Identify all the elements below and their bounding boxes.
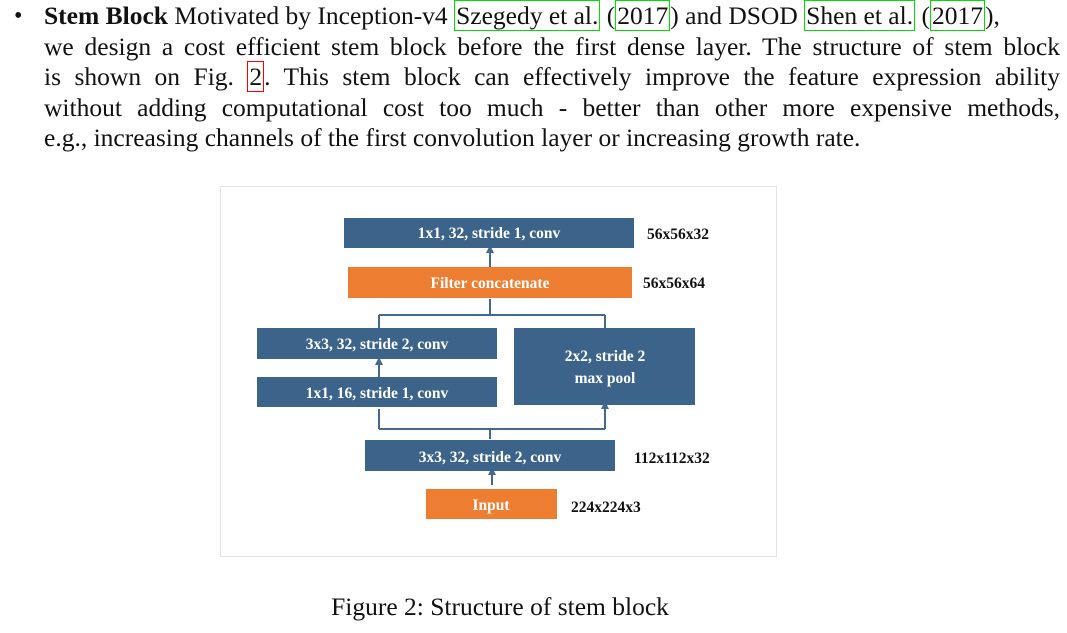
figure-stem-block: 1x1, 32, stride 1, conv Filter concatena… [220,186,777,557]
stem-block-diagram: 1x1, 32, stride 1, conv Filter concatena… [257,218,710,519]
block-rect [257,328,497,359]
block-conv-1x1-left: 1x1, 16, stride 1, conv [257,377,497,407]
block-label: 3x3, 32, stride 2, conv [306,336,449,353]
block-max-pool: 2x2, stride 2 max pool [514,328,695,405]
stem-block-paragraph: • Stem Block Motivated by Inception-v4 S… [14,0,1060,154]
block-rect [365,440,615,471]
paragraph-line-2: we design a cost efficient stem block be… [44,31,1060,61]
block-rect [514,328,695,405]
paragraph-line-1: Stem Block Motivated by Inception-v4 Sze… [44,0,1060,32]
block-input: Input [426,489,557,519]
text-run: ( [915,1,930,30]
block-label: 1x1, 16, stride 1, conv [306,385,449,402]
block-conv-3x3-left: 3x3, 32, stride 2, conv [257,328,497,359]
block-label-line1: 2x2, stride 2 [565,348,646,365]
block-label-line2: max pool [575,370,636,387]
block-label: Filter concatenate [431,275,550,292]
text-run: is shown on Fig. [44,62,248,91]
dim-label-input: 224x224x3 [571,499,641,516]
citation-szegedy-author[interactable]: Szegedy et al. [454,0,601,31]
text-run: ( [600,1,616,30]
paragraph-line-5: e.g., increasing channels of the first c… [44,123,861,152]
block-conv-1x1-top: 1x1, 32, stride 1, conv [344,218,634,248]
block-label: 3x3, 32, stride 2, conv [419,449,562,466]
paragraph-line-4: without adding computational cost too mu… [44,92,1060,122]
paragraph-line-3: is shown on Fig. 2. This stem block can … [44,61,1060,93]
term-stem-block: Stem Block [44,1,168,30]
citation-szegedy-year[interactable]: 2017 [615,0,671,31]
dim-label-concat: 56x56x64 [643,275,705,292]
block-label: Input [472,497,510,514]
block-rect [426,489,557,519]
block-rect [257,377,497,407]
block-rect [348,267,632,298]
connector-lines [375,245,609,485]
dim-label-top: 56x56x32 [647,226,709,243]
text-run: ) and DSOD [670,1,805,30]
bullet-marker: • [14,3,23,29]
block-label: 1x1, 32, stride 1, conv [418,225,561,242]
block-filter-concatenate: Filter concatenate [348,267,632,298]
block-conv-3x3-bottom: 3x3, 32, stride 2, conv [365,440,615,471]
citation-shen-author[interactable]: Shen et al. [804,0,916,31]
text-run: . This stem block can effectively improv… [264,62,1060,91]
figure-reference-link[interactable]: 2 [247,61,265,92]
block-rect [344,218,634,248]
dim-label-conv: 112x112x32 [634,450,710,467]
citation-shen-year[interactable]: 2017 [929,0,985,31]
figure-caption: Figure 2: Structure of stem block [331,592,669,621]
text-run: Motivated by Inception-v4 [167,1,455,30]
text-run: ), [984,1,1000,30]
